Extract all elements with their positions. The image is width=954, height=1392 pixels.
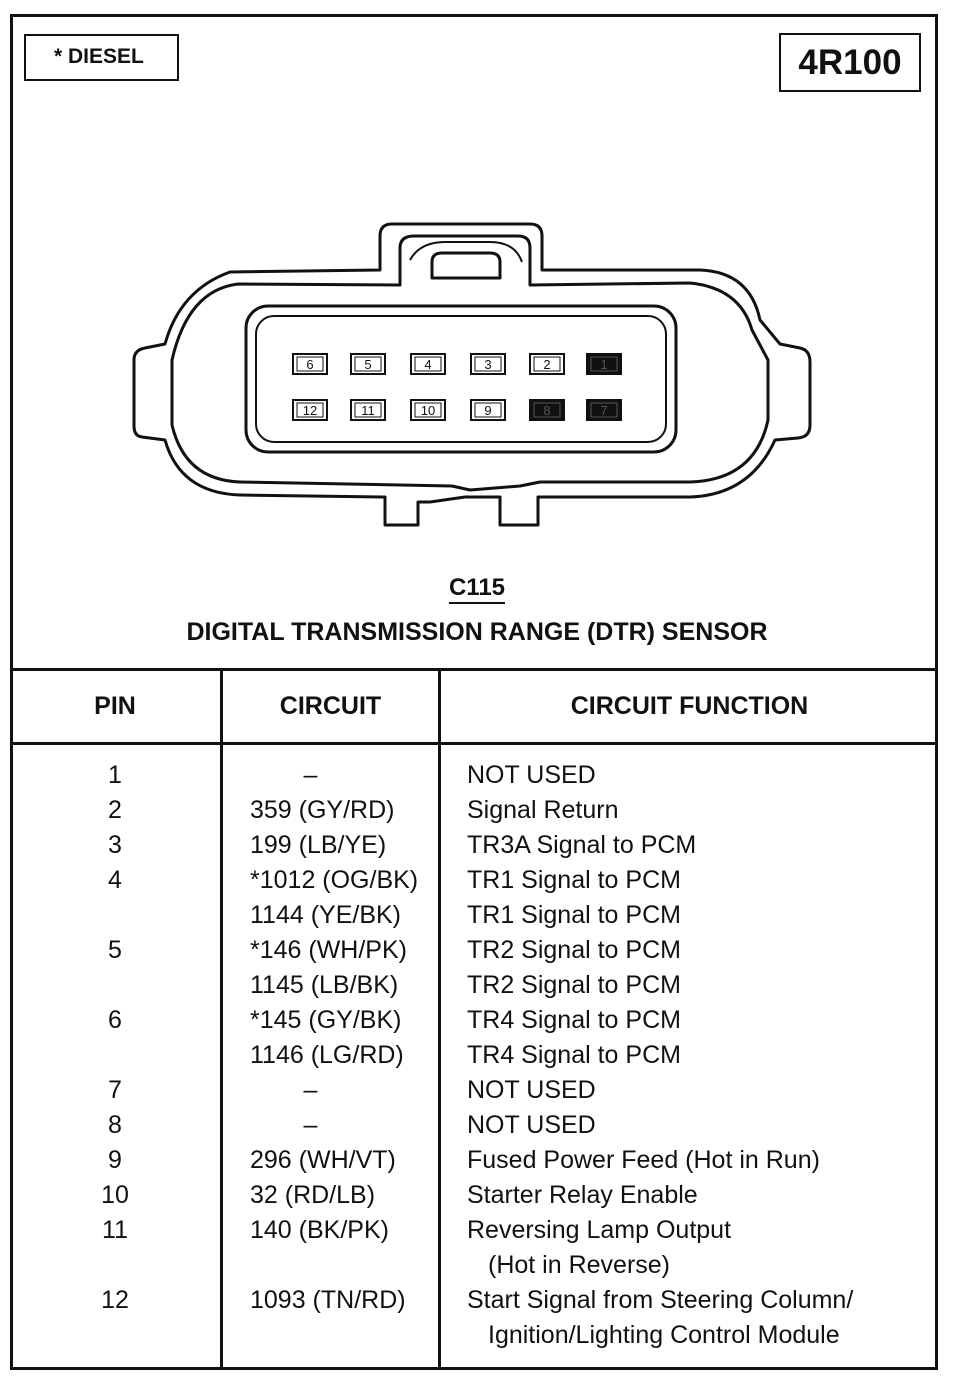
pin-4-terminal [410, 353, 446, 375]
header-circuit: CIRCUIT [279, 692, 382, 720]
pin-10-terminal [410, 399, 446, 421]
pin-number: 4 [108, 866, 122, 894]
circuit-code: 32 (RD/LB) [250, 1181, 376, 1209]
pin-1-label: 1 [600, 357, 607, 372]
pin-4-terminal-inner [414, 356, 442, 372]
pin-3-terminal-inner [474, 356, 502, 372]
pin-8-label: 8 [543, 403, 550, 418]
pin-cavity [244, 304, 678, 454]
circuit-code: *146 (WH/PK) [250, 936, 407, 964]
pin-number: 1 [108, 761, 122, 789]
circuit-code: – [303, 1076, 318, 1104]
circuit-function: NOT USED [467, 1111, 596, 1139]
pin-8-terminal-inner [533, 402, 561, 418]
circuit-function: TR4 Signal to PCM [467, 1006, 681, 1034]
pin-12-terminal-inner [296, 402, 324, 418]
pin-3-label: 3 [484, 357, 491, 372]
connector-inner-outline [170, 234, 770, 492]
column-divider-2 [438, 668, 441, 1370]
pin-4-label: 4 [424, 357, 431, 372]
diagram-frame [10, 14, 938, 1370]
pin-number: 6 [108, 1006, 122, 1034]
circuit-code: 1145 (LB/BK) [250, 971, 399, 999]
circuit-code: *1012 (OG/BK) [250, 866, 419, 894]
pin-9-terminal-inner [474, 402, 502, 418]
pin-11-terminal-inner [354, 402, 382, 418]
pin-1-terminal [586, 353, 622, 375]
circuit-code: – [303, 1111, 318, 1139]
pin-number: 8 [108, 1111, 122, 1139]
circuit-code: 296 (WH/VT) [250, 1146, 396, 1174]
circuit-code: 140 (BK/PK) [250, 1216, 389, 1244]
pin-5-terminal-inner [354, 356, 382, 372]
pin-number: 12 [101, 1286, 129, 1314]
pin-5-terminal [350, 353, 386, 375]
circuit-function: NOT USED [467, 1076, 596, 1104]
pin-number: 7 [108, 1076, 122, 1104]
model-label: 4R100 [779, 33, 921, 92]
circuit-function: Start Signal from Steering Column/ [467, 1286, 854, 1314]
pin-7-terminal [586, 399, 622, 421]
circuit-function: TR1 Signal to PCM [467, 901, 681, 929]
pin-2-label: 2 [543, 357, 550, 372]
pin-number: 5 [108, 936, 122, 964]
circuit-code: – [303, 761, 318, 789]
pin-number: 3 [108, 831, 122, 859]
pin-grid: 6 5 4 3 2 1 12 11 10 9 8 7 [292, 353, 622, 421]
circuit-code: 1093 (TN/RD) [250, 1286, 406, 1314]
circuit-function: Starter Relay Enable [467, 1181, 698, 1209]
pin-12-terminal [292, 399, 328, 421]
pin-9-label: 9 [484, 403, 491, 418]
pin-12-label: 12 [303, 403, 317, 418]
header-pin: PIN [94, 692, 136, 720]
pin-6-terminal-inner [296, 356, 324, 372]
circuit-function: TR2 Signal to PCM [467, 936, 681, 964]
circuit-function: NOT USED [467, 761, 596, 789]
header-circuit-function: CIRCUIT FUNCTION [570, 692, 809, 720]
pin-10-label: 10 [421, 403, 435, 418]
pin-8-terminal [529, 399, 565, 421]
pin-number: 11 [102, 1216, 128, 1244]
pin-11-terminal [350, 399, 386, 421]
pin-5-label: 5 [364, 357, 371, 372]
circuit-function: Ignition/Lighting Control Module [488, 1321, 840, 1349]
circuit-function: TR1 Signal to PCM [467, 866, 681, 894]
pin-9-terminal [470, 399, 506, 421]
connector-id: C115 [0, 574, 954, 604]
diesel-legend: * DIESEL [24, 34, 179, 81]
pin-2-terminal-inner [533, 356, 561, 372]
circuit-function: Reversing Lamp Output [467, 1216, 732, 1244]
latch-icon [430, 251, 502, 280]
connector-name: DIGITAL TRANSMISSION RANGE (DTR) SENSOR [186, 618, 768, 646]
column-divider-1 [220, 668, 223, 1370]
circuit-code: *145 (GY/BK) [250, 1006, 402, 1034]
pin-3-terminal [470, 353, 506, 375]
circuit-function: Signal Return [467, 796, 619, 824]
pin-number: 2 [108, 796, 122, 824]
pin-6-label: 6 [306, 357, 313, 372]
header-divider [10, 742, 938, 745]
circuit-function: TR2 Signal to PCM [467, 971, 681, 999]
connector-illustration: 6 5 4 3 2 1 12 11 10 9 8 7 [132, 222, 812, 527]
pin-10-terminal-inner [414, 402, 442, 418]
pin-number: 10 [101, 1181, 129, 1209]
circuit-code: 1144 (YE/BK) [250, 901, 402, 929]
pin-number: 9 [108, 1146, 122, 1174]
circuit-function: TR4 Signal to PCM [467, 1041, 681, 1069]
circuit-code: 359 (GY/RD) [250, 796, 395, 824]
pin-2-terminal [529, 353, 565, 375]
circuit-code: 1146 (LG/RD) [250, 1041, 404, 1069]
circuit-function: TR3A Signal to PCM [467, 831, 697, 859]
pin-7-label: 7 [600, 403, 607, 418]
pin-7-terminal-inner [590, 402, 618, 418]
table-top-border [10, 668, 938, 671]
circuit-function: (Hot in Reverse) [488, 1251, 670, 1279]
pin-1-terminal-inner [590, 356, 618, 372]
connector-housing-outline [132, 222, 812, 527]
circuit-code: 199 (LB/YE) [250, 831, 387, 859]
pin-11-label: 11 [361, 403, 375, 418]
pin-6-terminal [292, 353, 328, 375]
circuit-function: Fused Power Feed (Hot in Run) [467, 1146, 820, 1174]
